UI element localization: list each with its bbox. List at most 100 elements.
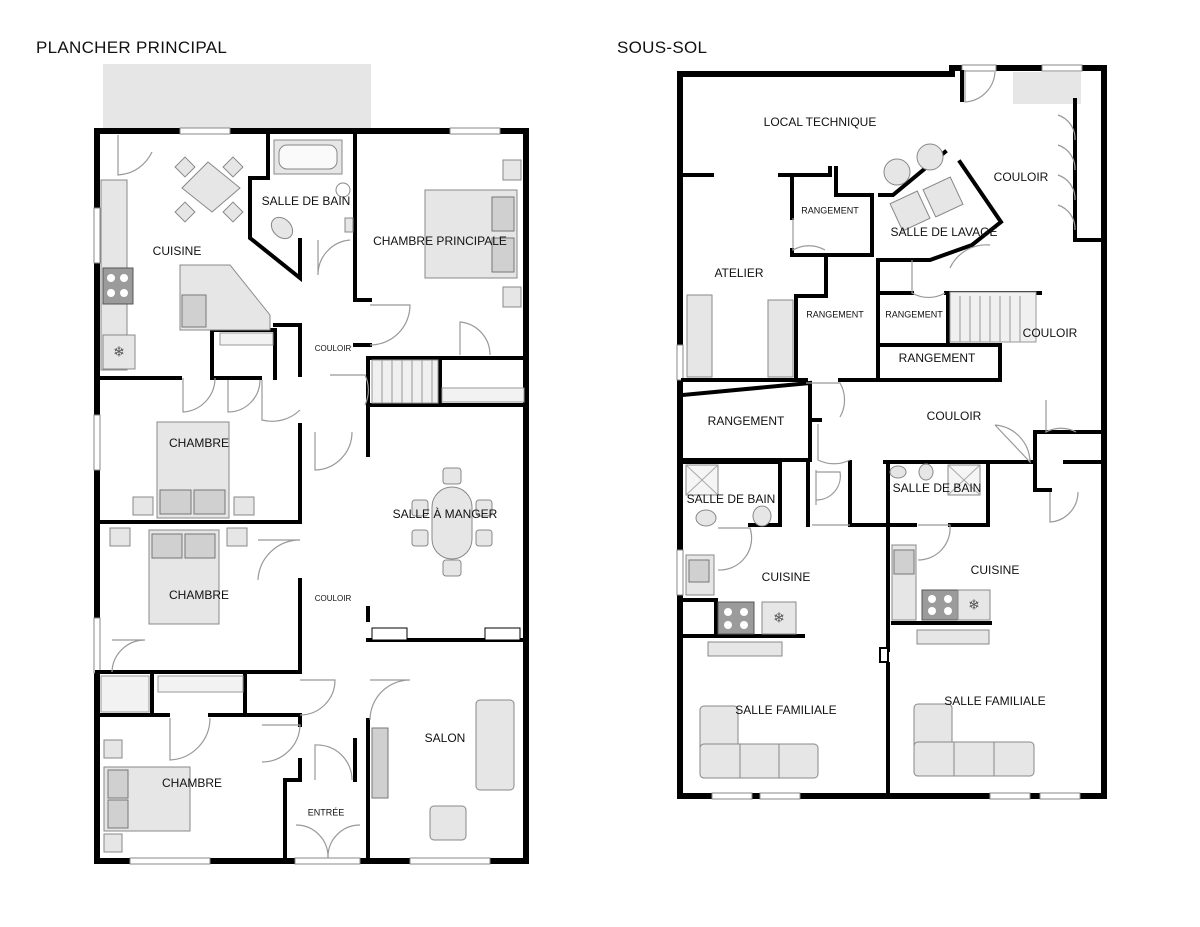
counter-island	[707, 641, 783, 657]
entry-door-opening	[294, 857, 361, 865]
window	[129, 857, 211, 865]
sink-icon	[181, 294, 207, 328]
window	[449, 127, 501, 135]
room-label-rangement-4: RANGEMENT	[899, 351, 976, 365]
bed-chambre-3	[103, 739, 191, 853]
dining-table	[411, 467, 493, 577]
window	[961, 64, 997, 72]
window	[676, 549, 684, 596]
sectional-sofa-1	[699, 705, 819, 779]
room-label-couloir-mid: COULOIR	[927, 409, 982, 423]
water-heater-icon	[883, 158, 911, 186]
dryer-icon	[889, 190, 931, 232]
basement-exterior-wall	[677, 65, 1107, 799]
fridge-icon	[102, 334, 136, 370]
basement-plan: ❄ ❄ LOCAL TECHNIQUE COULOIR	[676, 64, 1107, 800]
main-floor-stairs	[371, 359, 439, 404]
room-label-rangement-3: RANGEMENT	[885, 309, 943, 319]
room-label-chambre-principale: CHAMBRE PRINCIPALE	[373, 234, 507, 248]
room-label-cuisine: CUISINE	[153, 244, 202, 258]
furnace-icon	[916, 143, 944, 171]
closet-rods	[100, 332, 525, 713]
workbench	[767, 299, 794, 378]
sink-icon	[335, 182, 351, 198]
sink-icon	[752, 505, 772, 527]
window	[93, 207, 101, 264]
room-label-couloir-right: COULOIR	[1023, 326, 1078, 340]
room-label-local-technique: LOCAL TECHNIQUE	[764, 115, 877, 129]
room-label-chambre-3: CHAMBRE	[162, 776, 222, 790]
window	[711, 792, 753, 800]
room-label-salle-familiale-2: SALLE FAMILIALE	[944, 694, 1045, 708]
window	[179, 127, 231, 135]
sink-icon	[893, 549, 915, 575]
svg-text:❄: ❄	[773, 610, 785, 626]
window	[93, 617, 101, 674]
stove-icon	[717, 601, 755, 635]
basement-doors	[717, 70, 1079, 571]
room-label-entree: ENTRÉE	[308, 807, 345, 817]
terrace	[103, 64, 371, 128]
basement-bathroom-fixtures	[685, 463, 981, 527]
room-label-cuisine-2: CUISINE	[971, 563, 1020, 577]
stove-icon	[921, 589, 959, 621]
room-label-couloir-top: COULOIR	[994, 170, 1049, 184]
washer-icon	[922, 176, 964, 218]
room-label-salle-a-manger: SALLE À MANGER	[393, 506, 498, 521]
room-label-salle-de-bain: SALLE DE BAIN	[262, 194, 351, 208]
window	[676, 344, 684, 381]
basement-kitchen-1: ❄	[685, 554, 797, 657]
room-label-chambre-2: CHAMBRE	[169, 588, 229, 602]
workbench	[686, 294, 713, 378]
room-label-cuisine-1: CUISINE	[762, 570, 811, 584]
room-label-salon: SALON	[425, 731, 466, 745]
window	[759, 792, 801, 800]
svg-text:❄: ❄	[113, 344, 125, 360]
fireplace-icon	[371, 727, 389, 799]
stove-icon	[102, 267, 134, 305]
sofa-icon	[475, 699, 515, 791]
window	[93, 414, 101, 471]
laundry-appliances	[883, 143, 964, 232]
bed-chambre-1	[132, 421, 255, 519]
fridge-icon	[957, 589, 991, 621]
room-label-chambre-1: CHAMBRE	[169, 436, 229, 450]
basement-title: SOUS-SOL	[617, 38, 708, 57]
window	[1041, 64, 1083, 72]
window-well	[1013, 72, 1081, 104]
room-label-salle-de-bain-1: SALLE DE BAIN	[687, 492, 776, 506]
room-label-salle-familiale-1: SALLE FAMILIALE	[735, 703, 836, 717]
room-label-couloir-top: COULOIR	[315, 344, 352, 353]
counter-island	[916, 629, 990, 645]
kitchen-fixtures: ❄	[100, 179, 271, 371]
basement-stairs	[949, 291, 1037, 343]
room-label-rangement-2: RANGEMENT	[806, 309, 864, 319]
window	[1039, 792, 1081, 800]
armchair-icon	[429, 805, 467, 841]
room-label-atelier: ATELIER	[714, 266, 763, 280]
master-bed	[424, 159, 522, 308]
svg-text:❄: ❄	[968, 597, 980, 613]
room-label-couloir-mid: COULOIR	[315, 594, 352, 603]
main-floor-doors	[111, 135, 491, 859]
window	[989, 792, 1031, 800]
room-label-salle-de-bain-2: SALLE DE BAIN	[893, 481, 982, 495]
kitchen-table	[174, 156, 244, 223]
basement-kitchen-2: ❄	[891, 544, 991, 645]
bathroom-fixtures	[270, 139, 354, 240]
room-label-salle-de-lavage: SALLE DE LAVAGE	[891, 225, 998, 239]
window	[409, 857, 491, 865]
room-label-rangement-1: RANGEMENT	[801, 205, 859, 215]
toilet-icon	[270, 216, 294, 240]
sectional-sofa-2	[913, 703, 1035, 777]
room-label-rangement-5: RANGEMENT	[708, 414, 785, 428]
fridge-icon	[761, 601, 797, 635]
bed-chambre-2	[109, 527, 248, 625]
sink-icon	[688, 559, 710, 583]
main-floor-plan: ❄	[93, 64, 529, 865]
main-floor-title: PLANCHER PRINCIPAL	[36, 38, 228, 57]
living-room-furniture	[371, 627, 521, 841]
sink-icon	[889, 465, 907, 479]
toilet-icon	[918, 463, 934, 481]
